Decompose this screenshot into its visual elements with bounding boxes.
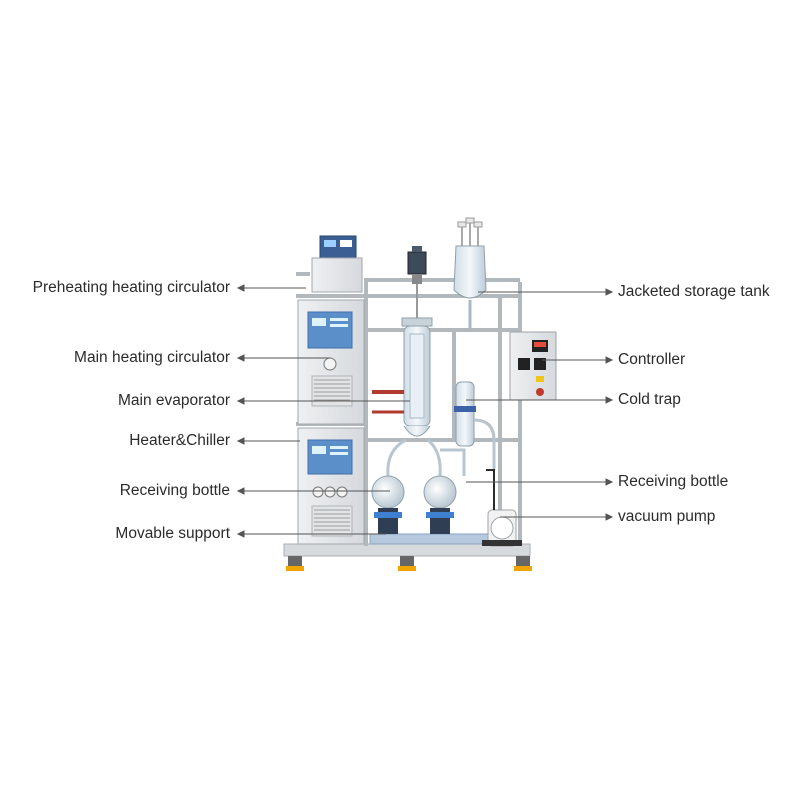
cold-trap-vessel	[454, 381, 496, 470]
heater-chiller-unit	[297, 427, 365, 545]
label-main-heating-circulator: Main heating circulator	[74, 349, 230, 366]
jacketed-storage-tank	[453, 217, 487, 330]
label-controller: Controller	[618, 351, 686, 368]
label-receiving-bottle-left: Receiving bottle	[119, 482, 230, 499]
main-evaporator-column	[372, 317, 433, 437]
label-main-evaporator: Main evaporator	[117, 392, 230, 409]
label-cold-trap: Cold trap	[618, 391, 681, 408]
main-heating-circulator-unit	[297, 299, 365, 425]
label-preheating-heating-circulator: Preheating heating circulator	[32, 279, 230, 296]
leader-lines	[236, 284, 614, 538]
controller-box	[509, 331, 557, 401]
label-receiving-bottle-right: Receiving bottle	[618, 473, 729, 490]
label-vacuum-pump: vacuum pump	[618, 508, 716, 525]
vacuum-pump-unit	[482, 469, 522, 547]
stirrer-motor	[407, 246, 427, 320]
receiving-flasks	[371, 475, 457, 534]
glass-tubing	[386, 438, 466, 477]
base-platform	[283, 533, 532, 571]
label-jacketed-storage-tank: Jacketed storage tank	[618, 283, 770, 300]
preheating-circulator-unit	[296, 235, 363, 293]
label-heater-chiller: Heater&Chiller	[129, 432, 230, 449]
label-movable-support: Movable support	[115, 525, 230, 542]
